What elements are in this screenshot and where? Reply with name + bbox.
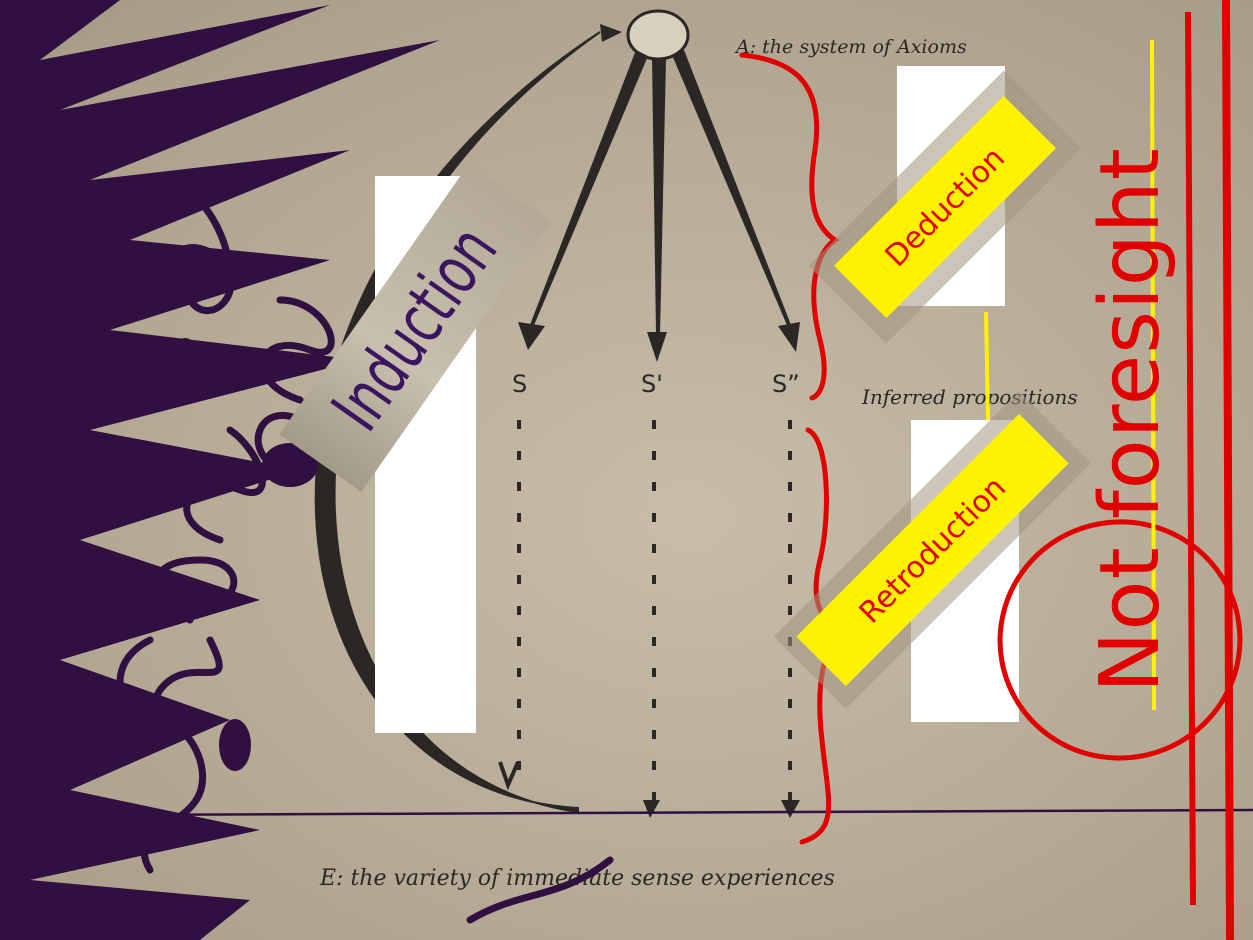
red-line-1: [1185, 11, 1196, 906]
axioms-label: A: the system of Axioms: [736, 36, 967, 58]
s-label: S: [512, 370, 528, 398]
wedge-s-double-prime: [672, 50, 793, 330]
red-line-2: [1222, 0, 1234, 940]
arrowhead-s: [518, 322, 545, 350]
dotted-arrowhead-2: [643, 800, 660, 818]
ink-blob-1: [262, 443, 318, 487]
inferred-label: Inferred propositions: [862, 385, 1078, 409]
dotted-arrowhead-3: [781, 800, 800, 818]
ink-blob-2: [219, 719, 251, 771]
red-bracket-top: [739, 52, 840, 401]
dotted-lines: [517, 420, 792, 800]
ink-blob-3: [171, 338, 199, 382]
purple-ink-mass: [0, 0, 440, 940]
s-prime-label: S': [641, 370, 663, 398]
red-circle: [997, 519, 1243, 761]
baseline: [109, 808, 1253, 817]
s-double-prime-label: S”: [772, 370, 800, 398]
not-foresight-text: Not foresight: [1082, 110, 1178, 730]
wedge-s-prime: [652, 58, 666, 335]
handwritten-foresight: [116, 186, 614, 924]
yellow-line-mid: [984, 311, 990, 421]
yellow-line-right: [1150, 39, 1156, 711]
dotted-arrowhead-1: [498, 761, 520, 791]
arc-arrowhead: [600, 24, 622, 42]
wedge-s: [528, 50, 648, 330]
arrowhead-s-prime: [647, 332, 667, 362]
not-foresight-label: Not foresight: [1082, 147, 1178, 693]
arrowhead-s-double-prime: [778, 322, 800, 352]
